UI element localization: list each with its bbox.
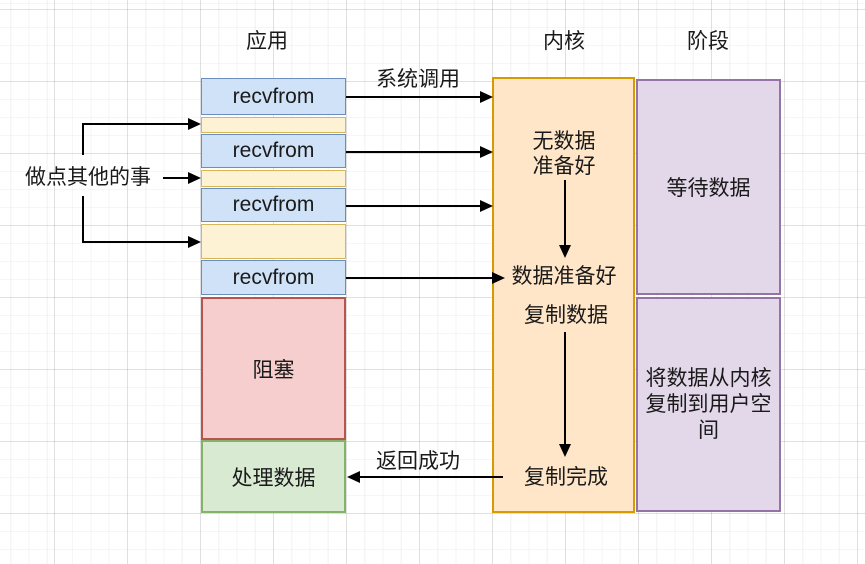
kernel-data-ready-label: 数据准备好 — [511, 265, 617, 288]
arrow-to-gap2-head — [188, 172, 201, 184]
arrow-to-gap1-shaft — [82, 123, 189, 125]
process-data-box: 处理数据 — [201, 440, 346, 513]
kernel-no-data-line1: 无数据 — [532, 130, 596, 153]
phase-wait-box: 等待数据 — [636, 79, 781, 295]
kernel-copy-arrow-shaft — [564, 332, 566, 445]
kernel-copy-arrow-head — [559, 444, 571, 457]
recvfrom3-arrow-head — [480, 200, 493, 212]
kernel-wait-arrow-shaft — [564, 180, 566, 245]
arrow-to-gap1-head — [188, 118, 201, 130]
syscall-arrow-shaft — [346, 96, 481, 98]
recvfrom-box-4: recvfrom — [201, 260, 346, 295]
return-arrow-shaft — [360, 476, 503, 478]
recvfrom-label: recvfrom — [232, 193, 315, 216]
bracket-line-top — [82, 123, 84, 155]
recvfrom-label: recvfrom — [232, 84, 315, 108]
recvfrom4-arrow-head — [492, 272, 505, 284]
phase-column-title: 阶段 — [687, 30, 729, 53]
recvfrom-box-3: recvfrom — [201, 188, 346, 222]
blocking-box: 阻塞 — [201, 297, 346, 440]
return-arrow-head — [347, 471, 360, 483]
recvfrom3-arrow-shaft — [346, 205, 481, 207]
gap-box-1 — [201, 117, 346, 133]
recvfrom2-arrow-head — [480, 146, 493, 158]
recvfrom-box-1: recvfrom — [201, 78, 346, 115]
syscall-arrow-label: 系统调用 — [376, 68, 460, 91]
process-data-label: 处理数据 — [231, 466, 316, 490]
kernel-wait-arrow-head — [559, 245, 571, 258]
app-column-title: 应用 — [246, 30, 288, 53]
return-arrow-label: 返回成功 — [376, 450, 460, 473]
kernel-column-title: 内核 — [543, 30, 585, 53]
kernel-box — [492, 77, 635, 513]
recvfrom4-arrow-shaft — [346, 277, 493, 279]
kernel-copy-done-label: 复制完成 — [524, 466, 608, 489]
side-note-do-other-things: 做点其他的事 — [25, 166, 151, 189]
bracket-line-bottom — [82, 196, 84, 243]
kernel-no-data-line2: 准备好 — [532, 155, 596, 178]
recvfrom-box-2: recvfrom — [201, 134, 346, 168]
recvfrom-label: recvfrom — [232, 265, 315, 289]
arrow-to-gap3-shaft — [82, 241, 189, 243]
recvfrom-label: recvfrom — [232, 139, 315, 162]
kernel-copy-data-label: 复制数据 — [524, 304, 608, 327]
phase-copy-box: 将数据从内核复制到用户空间 — [636, 297, 781, 512]
syscall-arrow-head — [480, 91, 493, 103]
arrow-to-gap3-head — [188, 236, 201, 248]
gap-box-2 — [201, 170, 346, 187]
recvfrom2-arrow-shaft — [346, 151, 481, 153]
phase-copy-label: 将数据从内核复制到用户空间 — [645, 366, 772, 442]
blocking-label: 阻塞 — [252, 358, 295, 382]
arrow-to-gap2-shaft — [163, 177, 189, 179]
phase-wait-label: 等待数据 — [666, 177, 751, 200]
gap-box-3 — [201, 224, 346, 259]
